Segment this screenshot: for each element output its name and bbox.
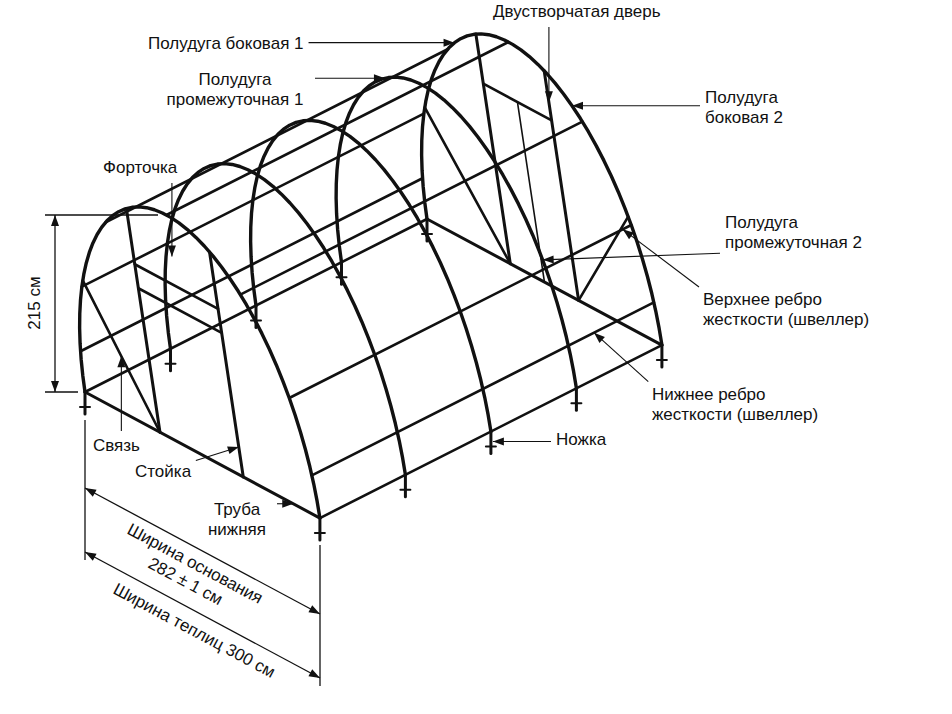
intermediate-arch — [165, 164, 405, 475]
frame — [80, 34, 667, 540]
leg — [318, 518, 321, 540]
brace — [83, 280, 160, 432]
leg — [489, 432, 492, 454]
dimension-arrow — [85, 488, 97, 497]
dimension-arrow — [85, 552, 97, 561]
leg-plate — [251, 320, 261, 322]
part-label: Верхнее ребро жесткости (швеллер) — [703, 290, 893, 330]
dimension-arrow — [308, 605, 320, 614]
dimension-line — [45, 214, 158, 215]
leg — [426, 219, 429, 241]
dimension-label: 215 см — [25, 276, 45, 329]
longitudinal-rib — [81, 178, 423, 351]
leg — [404, 475, 407, 497]
dimension-line — [54, 215, 55, 392]
longitudinal-rib — [85, 219, 427, 392]
bottom-pipe — [427, 219, 662, 345]
door-split — [517, 102, 544, 282]
leaders — [117, 27, 720, 508]
leader-line — [309, 42, 455, 43]
leg-plate — [400, 489, 410, 491]
part-label: Полудуга боковая 2 — [705, 88, 805, 128]
part-label: Форточка — [103, 158, 177, 178]
leg-plate — [657, 359, 667, 361]
longitudinal-rib — [320, 345, 662, 518]
dimension-arrow — [308, 669, 320, 678]
part-label: Полудуга боковая 1 — [148, 34, 304, 54]
window-bar — [135, 264, 218, 309]
leg-plate — [80, 406, 90, 408]
leg — [255, 306, 258, 328]
dimension-line — [84, 420, 85, 560]
end-arch — [80, 207, 320, 518]
part-label: Двустворчатая дверь — [493, 2, 661, 22]
dimension-arrow — [51, 381, 59, 392]
dimensions — [45, 215, 320, 686]
end-arch — [422, 34, 662, 345]
intermediate-arch — [251, 120, 491, 431]
leader-line — [543, 253, 720, 260]
leader-arrow — [168, 246, 176, 257]
leader-arrow — [227, 446, 239, 454]
dimension-line — [45, 391, 78, 392]
door-bar — [138, 288, 221, 333]
leader-arrow — [117, 356, 125, 367]
dimension-line — [319, 545, 320, 686]
leader-line — [171, 183, 172, 257]
leader-line — [623, 229, 699, 287]
leader-line — [548, 27, 549, 102]
leader-line — [196, 447, 239, 461]
leg-plate — [315, 532, 325, 534]
longitudinal-rib — [106, 49, 448, 222]
part-label: Стойка — [135, 462, 191, 482]
leader-arrow — [543, 255, 554, 263]
leader-arrow — [545, 91, 553, 102]
leader-arrow — [623, 229, 634, 239]
part-label: Полудуга промежуточная 1 — [160, 70, 310, 110]
intermediate-arch — [336, 77, 576, 388]
leader-arrow — [572, 102, 583, 110]
part-label: Труба нижняя — [202, 500, 272, 540]
leader-arrow — [282, 500, 293, 508]
leg — [340, 262, 343, 284]
part-label: Ножка — [556, 430, 606, 450]
leader-arrow — [493, 438, 504, 446]
leg — [660, 345, 663, 367]
leader-arrow — [374, 74, 385, 82]
leg — [169, 349, 172, 371]
part-label: Полудуга промежуточная 2 — [725, 213, 875, 253]
leg-plate — [571, 402, 581, 404]
leg — [84, 392, 87, 414]
leader-line — [572, 105, 700, 106]
part-label: Нижнее ребро жесткости (швеллер) — [652, 385, 842, 425]
leader-arrow — [444, 39, 455, 47]
longitudinal-rib — [312, 302, 654, 475]
leg-plate — [422, 233, 432, 235]
leg-plate — [166, 363, 176, 365]
leader-arrow — [594, 333, 605, 343]
post — [476, 34, 510, 264]
leader-line — [121, 356, 122, 431]
longitudinal-rib — [166, 42, 508, 215]
post — [210, 252, 244, 477]
leg-plate — [486, 446, 496, 448]
leg — [575, 388, 578, 410]
dimension-arrow — [51, 215, 59, 226]
longitudinal-rib — [289, 225, 631, 398]
longitudinal-rib — [240, 122, 582, 295]
part-label: Связь — [93, 436, 140, 456]
leg-plate — [337, 276, 347, 278]
leader-line — [594, 333, 648, 382]
